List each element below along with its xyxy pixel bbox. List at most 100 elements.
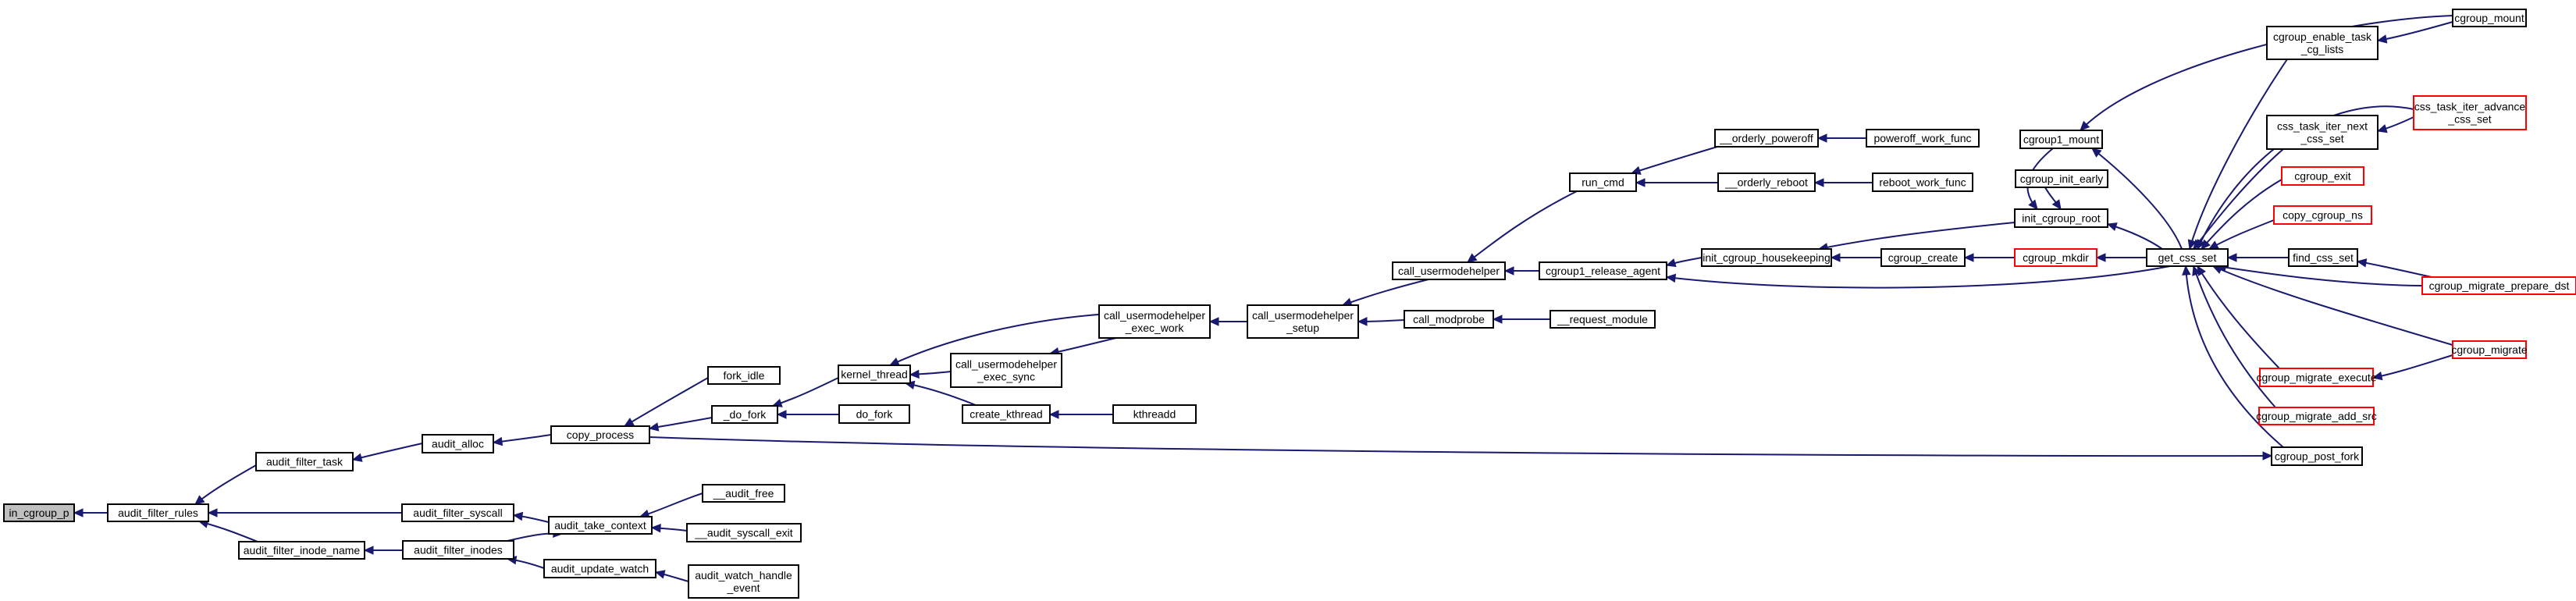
node-label: cgroup_migrate_execute (2256, 372, 2376, 384)
node-in-cgroup-p[interactable]: in_cgroup_p (3, 503, 75, 522)
node-label: do_fork (856, 408, 894, 421)
arrowhead (1635, 178, 1646, 187)
node-cgroup-post-fork[interactable]: cgroup_post_fork (2271, 446, 2363, 466)
edge-get-css-set-to-cgroup1-release-agent (1665, 265, 2171, 289)
node-request-module[interactable]: __request_module (1550, 310, 1656, 329)
node-cgroup-migrate-execute[interactable]: cgroup_migrate_execute (2256, 368, 2377, 387)
node-label: cgroup_enable_task (2273, 30, 2372, 43)
node-kthreadd[interactable]: kthreadd (1112, 404, 1197, 424)
node-audit-watch-handle-event[interactable]: audit_watch_handle_event (688, 564, 799, 599)
node-call-usermodehelper-exec-work[interactable]: call_usermodehelper_exec_work (1098, 304, 1211, 339)
node-box (950, 353, 1062, 388)
node-audit-filter-syscall[interactable]: audit_filter_syscall (401, 503, 514, 522)
node-cgroup-migrate[interactable]: cgroup_migrate (2451, 340, 2528, 359)
node-box (688, 564, 799, 599)
node-cgroup-mount[interactable]: cgroup_mount (2452, 9, 2527, 27)
node-audit-filter-rules[interactable]: audit_filter_rules (107, 503, 209, 522)
node-find-css-set[interactable]: find_css_set (2288, 248, 2358, 267)
node-cgroup1-mount[interactable]: cgroup1_mount (2019, 130, 2103, 149)
node-label: _cg_lists (2300, 43, 2343, 55)
arrowhead (2091, 148, 2102, 158)
edge-fork-idle-to-copy-process (623, 377, 709, 427)
edge-find-css-set-to-get-css-set (2226, 253, 2289, 262)
node-box (1714, 129, 1819, 148)
node-label: cgroup_migrate (2451, 343, 2527, 356)
node-get-css-set[interactable]: get_css_set (2146, 248, 2229, 267)
node-orderly-poweroff[interactable]: __orderly_poweroff (1714, 129, 1819, 148)
node-reboot-work-func[interactable]: reboot_work_func (1872, 172, 1973, 192)
node-init-cgroup-housekeeping[interactable]: init_cgroup_housekeeping (1701, 248, 1832, 267)
node-label: in_cgroup_p (9, 507, 69, 519)
node-label: _exec_work (1125, 322, 1185, 334)
node-cgroup-create[interactable]: cgroup_create (1880, 248, 1966, 267)
node-label: cgroup_post_fork (2275, 450, 2360, 463)
arrowhead (512, 511, 524, 521)
node-do-fork[interactable]: do_fork (838, 404, 910, 424)
node-audit-alloc[interactable]: audit_alloc (422, 434, 494, 453)
node-do-fork[interactable]: _do_fork (711, 405, 778, 424)
edge-cgroup-enable-task-cg-lists-to-get-css-set (2187, 59, 2288, 251)
node-call-usermodehelper[interactable]: call_usermodehelper (1392, 261, 1506, 280)
node-audit-update-watch[interactable]: audit_update_watch (543, 559, 656, 578)
node-cgroup-enable-task-cg-lists[interactable]: cgroup_enable_task_cg_lists (2266, 26, 2379, 60)
node-copy-cgroup-ns[interactable]: copy_cgroup_ns (2273, 205, 2372, 225)
arrowhead (1503, 266, 1514, 276)
node-box (2452, 340, 2527, 359)
arrowhead (2187, 239, 2197, 251)
node-box (2014, 208, 2108, 228)
node-cgroup-exit[interactable]: cgroup_exit (2281, 166, 2364, 186)
edge-cgroup-create-to-init-cgroup-housekeeping (1830, 253, 1881, 262)
node-label: fork_idle (724, 369, 765, 382)
edge-audit-filter-inodes-to-audit-filter-inode-name (363, 546, 403, 555)
node-box (2015, 169, 2108, 188)
node-fork-idle[interactable]: fork_idle (707, 366, 781, 385)
node-cgroup-init-early[interactable]: cgroup_init_early (2015, 169, 2108, 188)
node-box (686, 523, 802, 542)
node-audit-syscall-exit[interactable]: __audit_syscall_exit (686, 523, 802, 542)
arrowhead (492, 436, 503, 446)
node-label: _css_set (2300, 133, 2343, 145)
node-call-usermodehelper-exec-sync[interactable]: call_usermodehelper_exec_sync (950, 353, 1062, 388)
node-copy-process[interactable]: copy_process (550, 425, 650, 444)
node-label: audit_filter_inodes (414, 544, 503, 557)
arrowhead (1963, 253, 1974, 262)
node-call-modprobe[interactable]: call_modprobe (1404, 310, 1494, 329)
node-label: run_cmd (1582, 176, 1624, 189)
edge-kernel-thread-to-do-fork (771, 377, 839, 407)
node-cgroup-mkdir[interactable]: cgroup_mkdir (2014, 248, 2097, 267)
node-label: __audit_syscall_exit (694, 527, 792, 539)
node-audit-filter-task[interactable]: audit_filter_task (255, 452, 354, 471)
node-cgroup1-release-agent[interactable]: cgroup1_release_agent (1539, 261, 1667, 280)
node-box (402, 540, 514, 560)
node-orderly-reboot[interactable]: __orderly_reboot (1717, 172, 1816, 192)
node-cgroup-migrate-prepare-dst[interactable]: cgroup_migrate_prepare_dst (2421, 276, 2576, 295)
edge-orderly-reboot-to-run-cmd (1635, 178, 1718, 187)
node-css-task-iter-advance-css-set[interactable]: css_task_iter_advance_css_set (2413, 95, 2527, 130)
node-init-cgroup-root[interactable]: init_cgroup_root (2014, 208, 2108, 228)
edge-cgroup-migrate-prepare-dst-to-find-css-set (2356, 258, 2432, 278)
node-label: cgroup_mkdir (2023, 251, 2089, 264)
node-box (2014, 248, 2097, 267)
edge-copy-process-to-cgroup-post-fork (649, 436, 2273, 461)
node-audit-free[interactable]: __audit_free (702, 484, 785, 503)
node-box (422, 434, 494, 453)
node-cgroup-migrate-add-src[interactable]: cgroup_migrate_add_src (2256, 407, 2377, 425)
edge-cgroup1-release-agent-to-call-usermodehelper (1503, 266, 1539, 276)
node-box (2266, 115, 2379, 150)
node-poweroff-work-func[interactable]: poweroff_work_func (1866, 129, 1980, 148)
node-label: call_modprobe (1413, 313, 1485, 325)
arrowhead (1813, 178, 1824, 187)
edge-call-usermodehelper-to-call-usermodehelper-setup (1341, 279, 1429, 307)
node-run-cmd[interactable]: run_cmd (1569, 172, 1637, 192)
node-label: call_usermodehelper (1252, 309, 1354, 322)
node-box (2271, 446, 2363, 466)
node-css-task-iter-next-css-set[interactable]: css_task_iter_next_css_set (2266, 115, 2379, 150)
node-audit-filter-inode-name[interactable]: audit_filter_inode_name (238, 541, 365, 560)
node-call-usermodehelper-setup[interactable]: call_usermodehelper_setup (1247, 304, 1359, 339)
node-box (838, 365, 911, 384)
node-audit-filter-inodes[interactable]: audit_filter_inodes (402, 540, 514, 560)
node-audit-take-context[interactable]: audit_take_context (548, 516, 653, 535)
node-box (2266, 26, 2379, 60)
node-kernel-thread[interactable]: kernel_thread (838, 365, 911, 384)
node-create-kthread[interactable]: create_kthread (962, 404, 1051, 424)
